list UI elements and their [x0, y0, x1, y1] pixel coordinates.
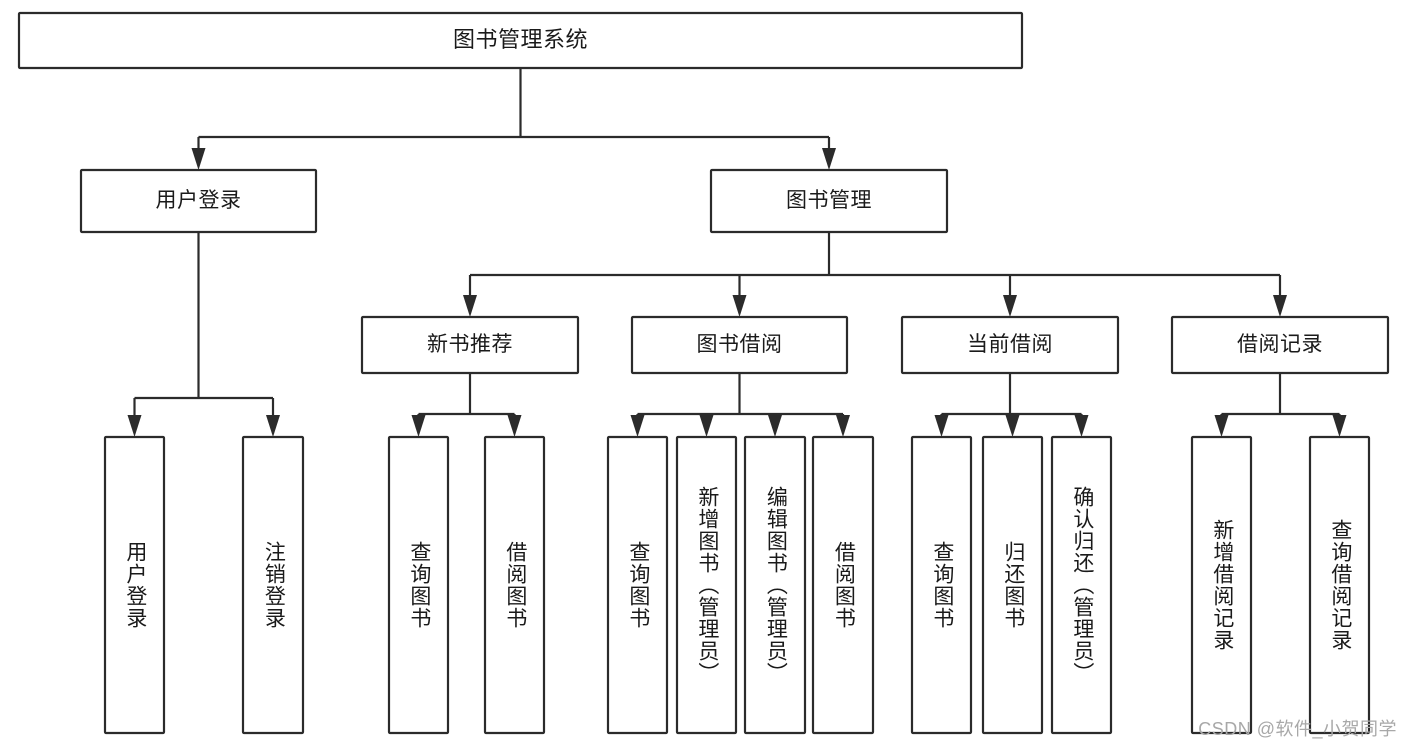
level3-node-box[interactable]	[630, 315, 849, 375]
level3-node-box[interactable]	[900, 315, 1120, 375]
leaf-arrow-4-1	[1332, 415, 1347, 437]
leaf-node-box[interactable]	[743, 435, 807, 735]
leaf-arrow-2-0	[630, 415, 645, 437]
leaf-arrow-2-1	[699, 415, 714, 437]
level2-node-box[interactable]	[79, 168, 318, 234]
level3-node-box[interactable]	[360, 315, 580, 375]
leaf-arrow-1-0	[411, 415, 426, 437]
leaf-node-box[interactable]	[241, 435, 305, 735]
leaf-arrow-2-2	[768, 415, 782, 437]
leaf-arrow-3-1	[1005, 415, 1020, 437]
level3-arrow-0	[463, 295, 477, 317]
level3-arrow-3	[1273, 295, 1287, 317]
level2-node-box[interactable]	[709, 168, 949, 234]
level2-arrow-0	[191, 148, 206, 170]
leaf-node-box[interactable]	[675, 435, 738, 735]
node-box-layer	[17, 11, 1390, 735]
level3-arrow-2	[1003, 295, 1017, 317]
leaf-arrow-2-3	[836, 415, 850, 437]
leaf-node-box[interactable]	[811, 435, 875, 735]
leaf-arrow-0-0	[127, 415, 142, 437]
leaf-node-box[interactable]	[483, 435, 546, 735]
leaf-node-box[interactable]	[1190, 435, 1253, 735]
root-node-box[interactable]	[17, 11, 1024, 70]
level2-arrow-1	[822, 148, 836, 170]
leaf-arrow-1-1	[507, 415, 522, 437]
watermark-text: CSDN @软件_小贺同学	[1198, 719, 1397, 739]
leaf-node-box[interactable]	[1308, 435, 1371, 735]
connector-layer	[127, 68, 1347, 437]
leaf-node-box[interactable]	[103, 435, 166, 735]
leaf-arrow-3-2	[1074, 415, 1089, 437]
level3-node-box[interactable]	[1170, 315, 1390, 375]
leaf-node-box[interactable]	[606, 435, 669, 735]
leaf-arrow-4-0	[1214, 415, 1229, 437]
leaf-node-box[interactable]	[910, 435, 973, 735]
leaf-arrow-3-0	[934, 415, 949, 437]
leaf-arrow-0-1	[266, 415, 280, 437]
leaf-node-box[interactable]	[981, 435, 1044, 735]
leaf-node-box[interactable]	[387, 435, 450, 735]
leaf-node-box[interactable]	[1050, 435, 1113, 735]
level3-arrow-1	[732, 295, 747, 317]
